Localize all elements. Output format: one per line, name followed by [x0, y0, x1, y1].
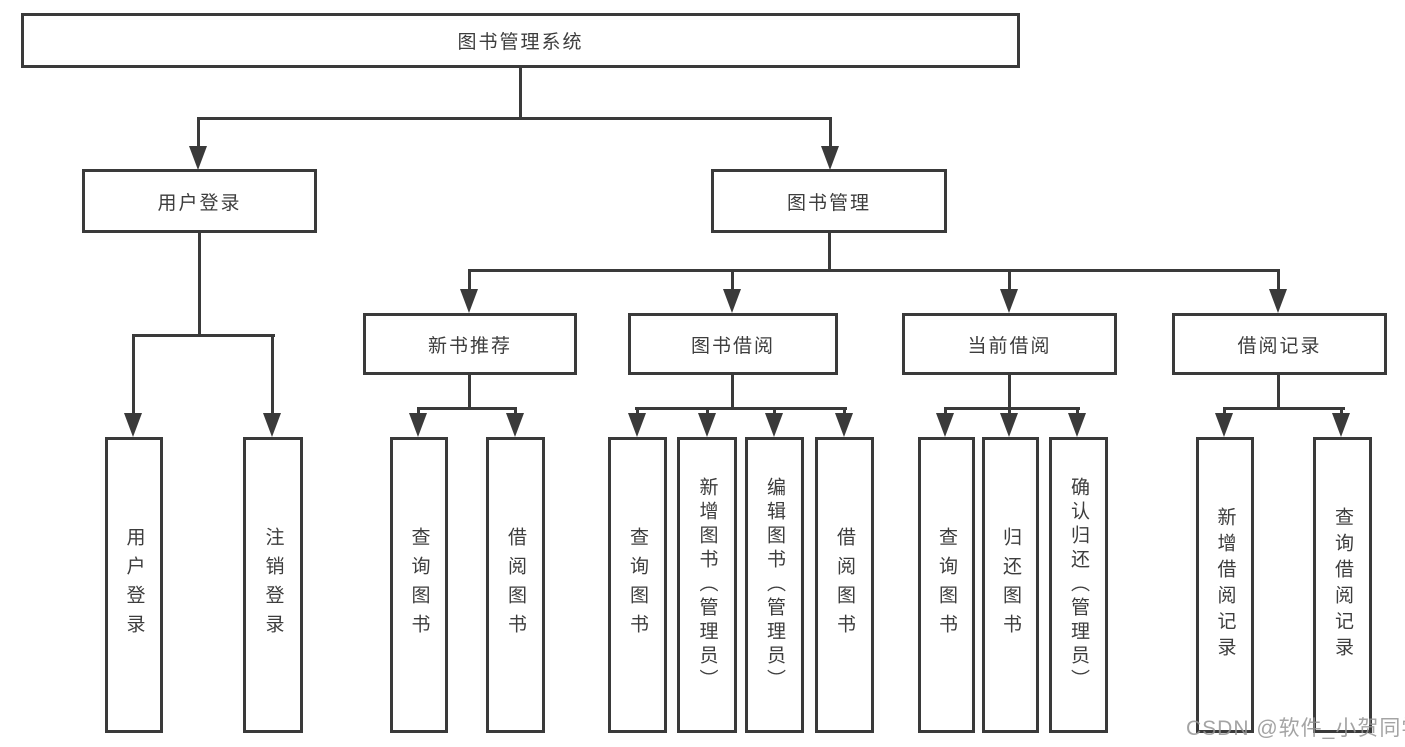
node-library-system: 图书管理系统 [21, 13, 1020, 68]
connector-new-book-bar [417, 407, 517, 410]
node-leaf-cb-query-books: 查询图书 [918, 437, 975, 733]
connector-to-bb-borrow [843, 407, 846, 417]
node-leaf-logout: 注销登录 [243, 437, 303, 733]
node-book-borrow: 图书借阅 [628, 313, 838, 375]
connector-book-borrow-bar [635, 407, 847, 410]
connector-to-book-mgmt [829, 117, 832, 149]
connector-to-nb-query [417, 407, 420, 417]
arrowhead-current-borrow [1000, 289, 1018, 313]
connector-borrow-records-bar [1223, 407, 1345, 410]
arrowhead-new-book [460, 289, 478, 313]
node-leaf-br-query-record: 查询借阅记录 [1313, 437, 1372, 733]
arrowhead-book-borrow [723, 289, 741, 313]
connector-to-cb-return [1008, 407, 1011, 417]
arrowhead-nb-query [409, 413, 427, 437]
node-user-login: 用户登录 [82, 169, 317, 233]
csdn-watermark: CSDN @软件_小贺同学 [1186, 717, 1405, 740]
node-leaf-bb-edit-books-admin: 编辑图书（管理员） [745, 437, 804, 733]
connector-to-br-add [1223, 407, 1226, 417]
node-leaf-br-add-record: 新增借阅记录 [1196, 437, 1254, 733]
arrowhead-user-login [189, 146, 207, 170]
node-leaf-bb-borrow-books: 借阅图书 [815, 437, 874, 733]
connector-current-borrow-stem [1008, 375, 1011, 408]
connector-to-bb-add [706, 407, 709, 417]
connector-root-stem [519, 68, 522, 118]
node-leaf-bb-add-books-admin: 新增图书（管理员） [677, 437, 737, 733]
connector-to-new-book [468, 269, 471, 291]
node-current-borrow: 当前借阅 [902, 313, 1117, 375]
connector-level2-bar [197, 117, 832, 120]
connector-new-book-stem [468, 375, 471, 408]
arrowhead-cb-confirm [1068, 413, 1086, 437]
connector-to-br-query [1340, 407, 1343, 417]
node-leaf-bb-query-books: 查询图书 [608, 437, 667, 733]
connector-to-current-borrow [1008, 269, 1011, 291]
arrowhead-bb-edit [765, 413, 783, 437]
arrowhead-cb-return [1000, 413, 1018, 437]
arrowhead-br-add [1215, 413, 1233, 437]
arrowhead-leaf-user-login [124, 413, 142, 437]
connector-borrow-records-stem [1277, 375, 1280, 408]
connector-book-borrow-stem [731, 375, 734, 408]
connector-user-login-bar [132, 334, 275, 337]
arrowhead-bb-add [698, 413, 716, 437]
connector-user-login-stem [198, 233, 201, 335]
node-leaf-cb-return-books: 归还图书 [982, 437, 1039, 733]
arrowhead-cb-query [936, 413, 954, 437]
connector-current-borrow-bar [944, 407, 1080, 410]
connector-to-borrow-records [1277, 269, 1280, 291]
node-new-book-recommend: 新书推荐 [363, 313, 577, 375]
connector-to-leaf-user-login [132, 334, 135, 415]
arrowhead-br-query [1332, 413, 1350, 437]
connector-book-mgmt-stem [828, 233, 831, 270]
connector-to-bb-query [636, 407, 639, 417]
connector-to-leaf-logout [271, 334, 274, 415]
arrowhead-book-mgmt [821, 146, 839, 170]
node-leaf-nb-query-books: 查询图书 [390, 437, 448, 733]
connector-level3-bar [468, 269, 1280, 272]
arrowhead-leaf-logout [263, 413, 281, 437]
node-leaf-cb-confirm-return-admin: 确认归还（管理员） [1049, 437, 1108, 733]
connector-to-cb-query [944, 407, 947, 417]
connector-to-user-login [197, 117, 200, 149]
node-book-management: 图书管理 [711, 169, 947, 233]
arrowhead-nb-borrow [506, 413, 524, 437]
node-leaf-nb-borrow-books: 借阅图书 [486, 437, 545, 733]
connector-to-bb-edit [773, 407, 776, 417]
arrowhead-bb-borrow [835, 413, 853, 437]
arrowhead-borrow-records [1269, 289, 1287, 313]
node-borrow-records: 借阅记录 [1172, 313, 1387, 375]
node-leaf-user-login: 用户登录 [105, 437, 163, 733]
arrowhead-bb-query [628, 413, 646, 437]
connector-to-nb-borrow [514, 407, 517, 417]
connector-to-book-borrow [731, 269, 734, 291]
connector-to-cb-confirm [1076, 407, 1079, 417]
